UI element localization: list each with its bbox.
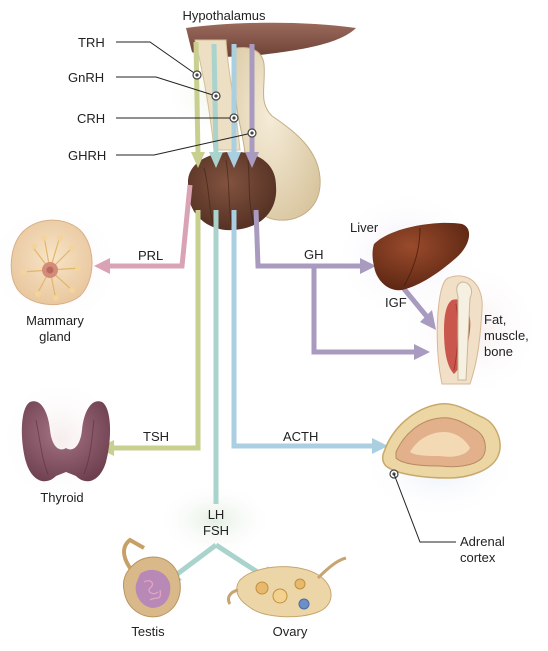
igf-arrowhead xyxy=(420,310,436,330)
adrenal-leader-line xyxy=(393,473,456,543)
gnrh-label: GnRH xyxy=(68,70,104,85)
crh-label: CRH xyxy=(77,111,105,126)
ghrh-label: GHRH xyxy=(68,148,106,163)
trh-tsh-pathway xyxy=(112,41,201,451)
anterior-lobe-shading xyxy=(203,159,255,229)
ovary-illustration xyxy=(226,556,347,618)
adrenal-cortex-illustration xyxy=(381,403,501,543)
crh-arrowhead xyxy=(227,152,241,168)
trh-label: TRH xyxy=(78,35,105,50)
liver-illustration xyxy=(372,222,470,291)
igf-pathway xyxy=(398,282,430,320)
prl-arrowhead xyxy=(94,258,110,274)
mammary-label-line1: Mammary xyxy=(26,313,84,328)
hypothalamus-illustration xyxy=(186,22,356,57)
crh-acth-pathway xyxy=(231,44,372,449)
acth-label: ACTH xyxy=(283,429,318,444)
acth-arrowhead xyxy=(372,438,388,454)
hypothalamus-shape xyxy=(186,22,356,57)
prl-pathway xyxy=(108,184,193,269)
fat-label-line2: muscle, xyxy=(484,328,529,343)
adrenal-label-line2: cortex xyxy=(460,550,496,565)
mammary-label-line2: gland xyxy=(39,329,71,344)
testis-illustration xyxy=(122,537,181,618)
fat-label-line1: Fat, xyxy=(484,312,506,327)
igf-label: IGF xyxy=(385,295,407,310)
tsh-label: TSH xyxy=(143,429,169,444)
fsh-label: FSH xyxy=(203,523,229,538)
releasing-hormone-leaders xyxy=(116,41,257,156)
gh-label: GH xyxy=(304,247,324,262)
testis-label: Testis xyxy=(131,624,165,639)
trh-arrowhead xyxy=(191,152,205,168)
fat-label-line3: bone xyxy=(484,344,513,359)
gh-liver-arrowhead xyxy=(360,258,376,274)
gh-tissue-arrowhead xyxy=(414,344,430,360)
liver-label: Liver xyxy=(350,220,379,235)
prl-label: PRL xyxy=(138,248,163,263)
halo-lh-fsh xyxy=(155,482,275,558)
muscle-bone-illustration xyxy=(436,275,483,385)
ghrh-arrowhead xyxy=(245,152,259,168)
thyroid-illustration xyxy=(21,401,111,482)
lh-label: LH xyxy=(208,507,225,522)
ovary-label: Ovary xyxy=(273,624,308,639)
mammary-gland-illustration xyxy=(10,219,93,306)
thyroid-label: Thyroid xyxy=(40,490,83,505)
adrenal-label-line1: Adrenal xyxy=(460,534,505,549)
gnrh-arrowhead xyxy=(209,152,223,168)
hypothalamus-label: Hypothalamus xyxy=(182,8,266,23)
